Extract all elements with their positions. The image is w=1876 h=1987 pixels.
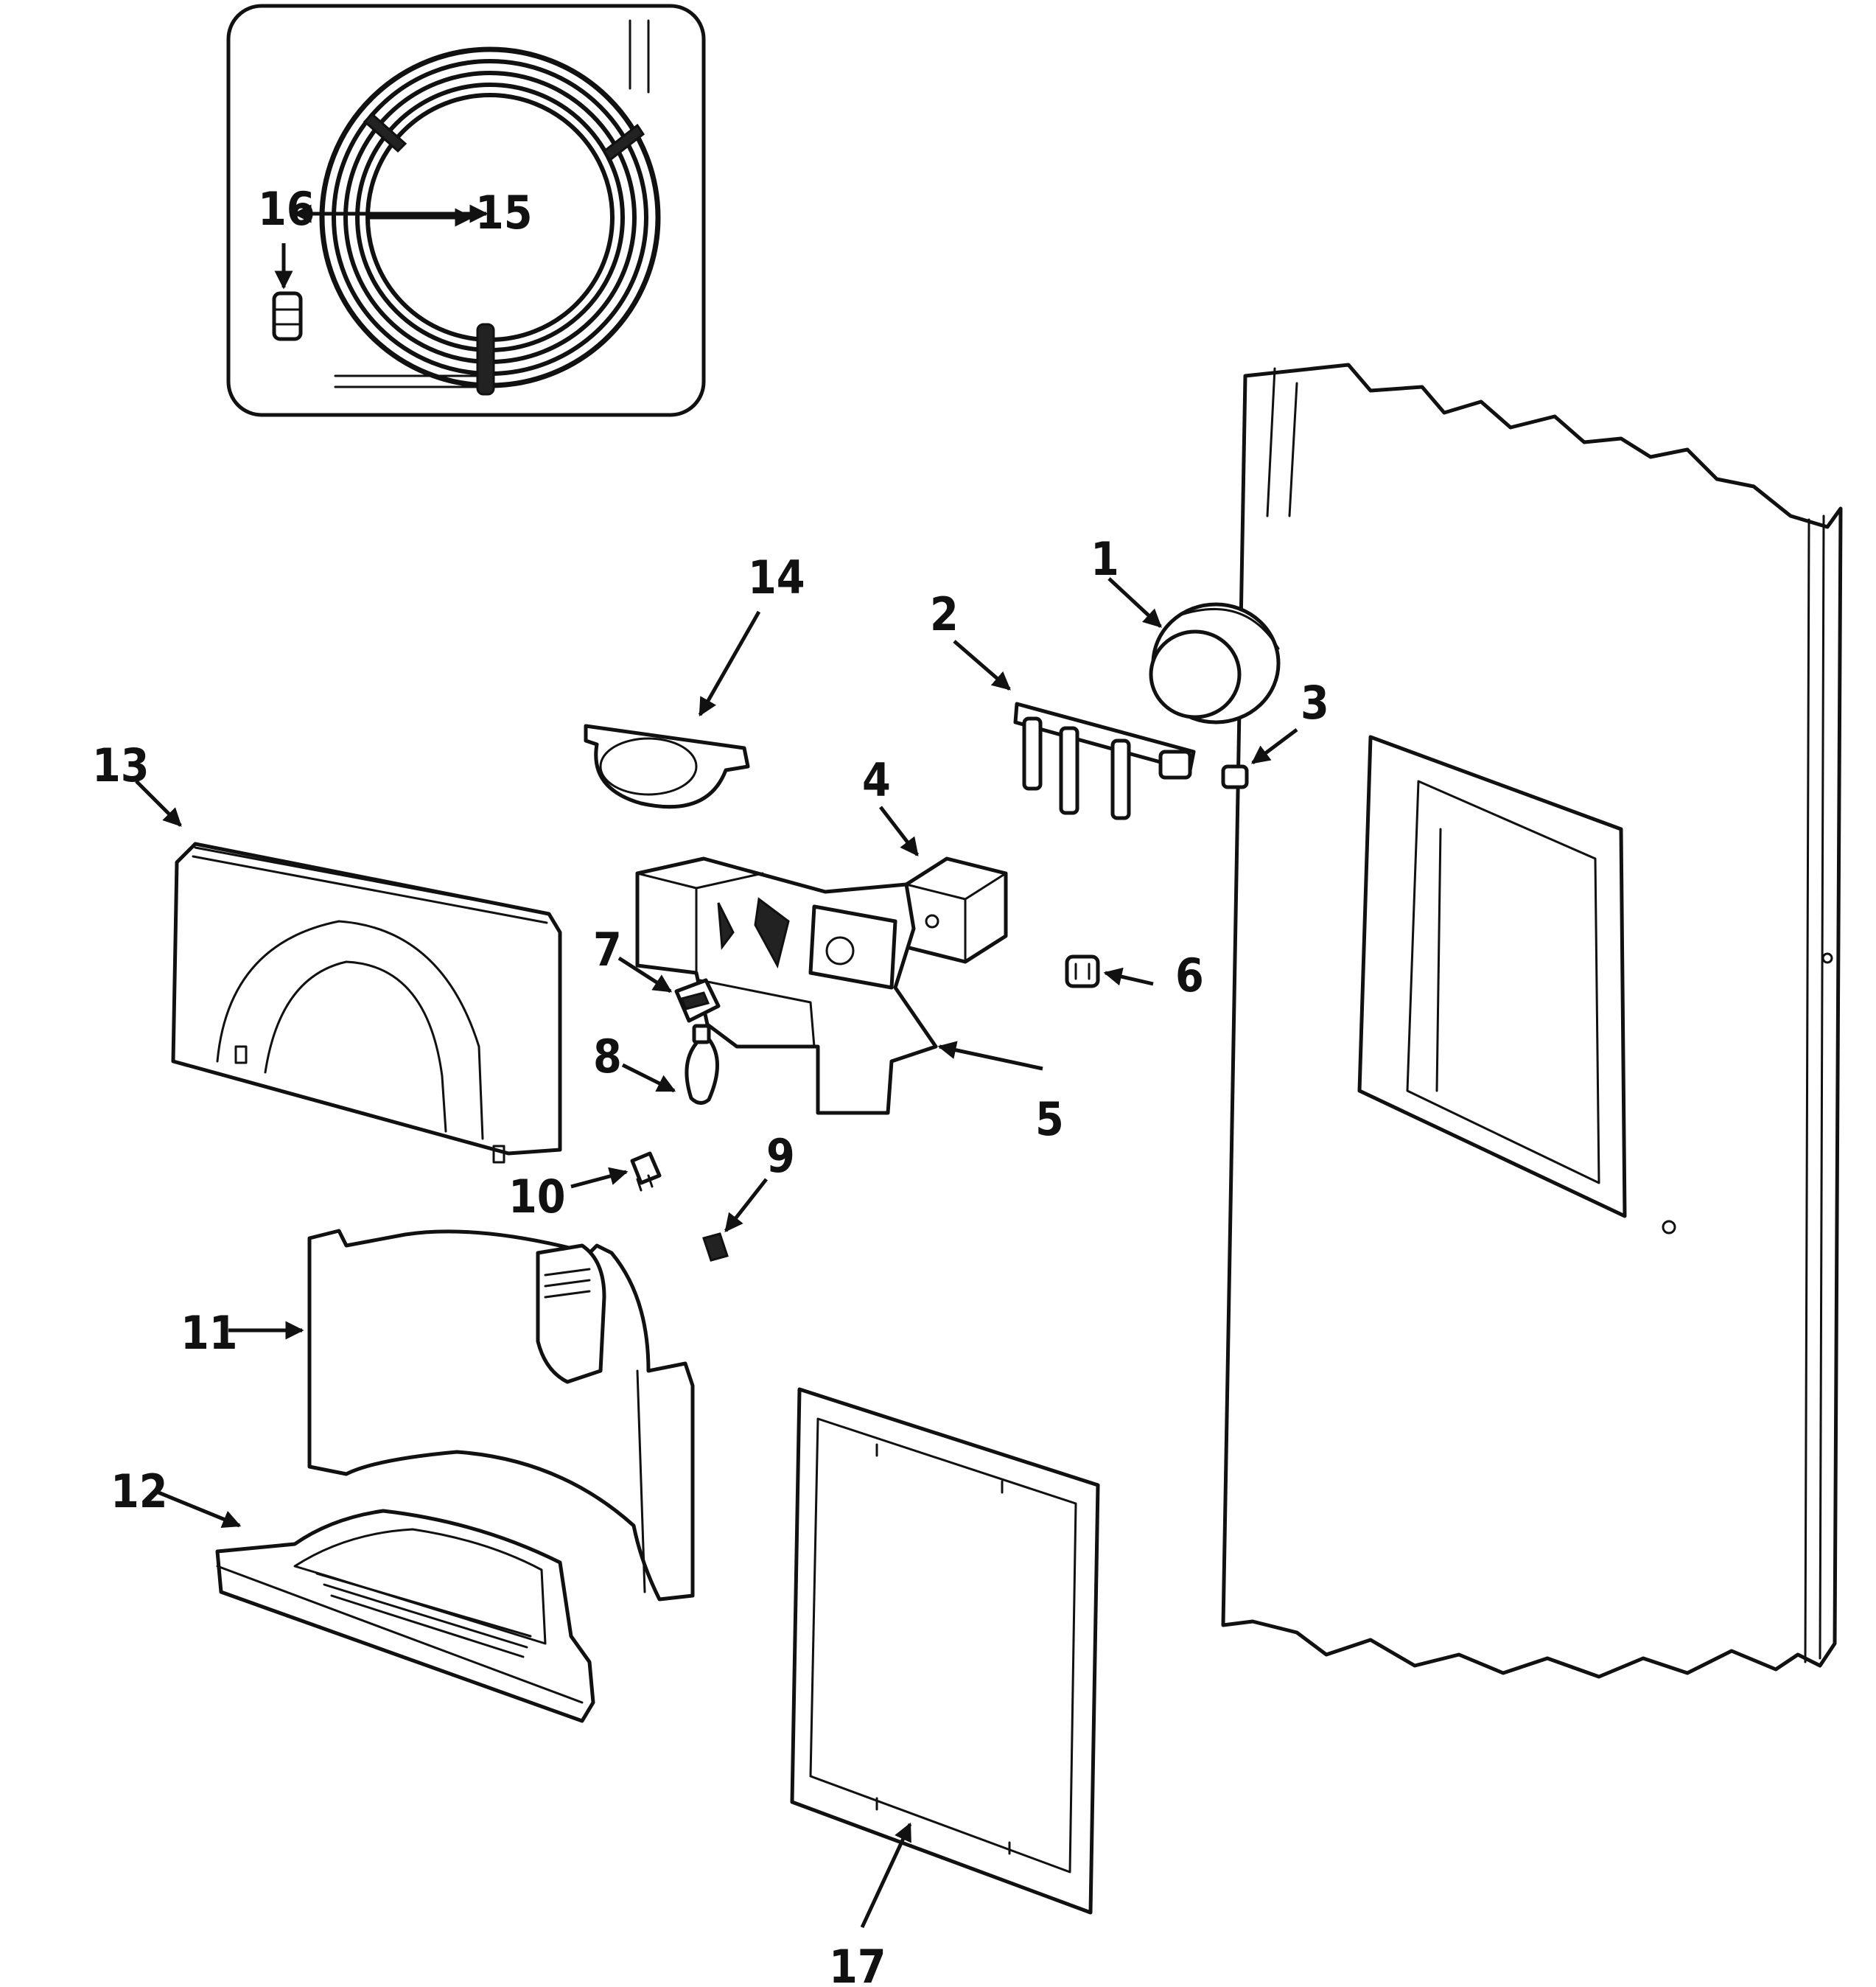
callout-9: 9 — [766, 1129, 795, 1183]
part-2-bracket — [1013, 702, 1196, 820]
part-9-screw — [702, 1232, 729, 1262]
part-1-cap — [1149, 602, 1281, 724]
part-17-frame — [790, 1387, 1100, 1915]
callout-12: 12 — [111, 1464, 168, 1518]
callout-13: 13 — [92, 738, 150, 792]
part-3-clip — [1221, 764, 1249, 789]
callout-14: 14 — [748, 551, 805, 604]
callout-17: 17 — [829, 1940, 886, 1987]
callout-6: 6 — [1175, 949, 1204, 1002]
water-tube-coil — [319, 46, 661, 396]
callout-11: 11 — [181, 1306, 238, 1360]
callout-5: 5 — [1035, 1092, 1064, 1146]
callout-16: 16 — [258, 182, 315, 236]
callout-2: 2 — [930, 587, 959, 641]
callout-8: 8 — [593, 1030, 622, 1083]
part-13-upper-trim — [171, 842, 562, 1164]
tube-connector — [272, 291, 303, 341]
part-14-bezel-ring — [584, 724, 750, 809]
part-11-dispenser-cover — [307, 1229, 695, 1602]
callout-10: 10 — [508, 1170, 566, 1223]
callout-7: 7 — [593, 923, 622, 977]
part-6-connector — [1065, 954, 1100, 988]
callout-3: 3 — [1301, 676, 1329, 730]
part-10-fastener — [630, 1151, 662, 1192]
callout-15: 15 — [475, 186, 533, 240]
callout-1: 1 — [1091, 532, 1119, 586]
part-4-switch — [904, 856, 1008, 964]
callout-4: 4 — [862, 753, 891, 807]
part-7-lamp-socket — [674, 978, 721, 1023]
door-panel — [1221, 363, 1843, 1679]
part-12-drip-tray — [215, 1509, 595, 1723]
part-8-light-bulb — [685, 1024, 719, 1105]
part-5-dispenser-assembly — [635, 856, 938, 1115]
callout-labels: 1 2 3 4 5 6 7 8 9 10 11 12 13 14 15 16 1… — [92, 182, 1329, 1987]
leader-lines — [135, 204, 1298, 1929]
dispenser-recess — [1357, 735, 1627, 1218]
